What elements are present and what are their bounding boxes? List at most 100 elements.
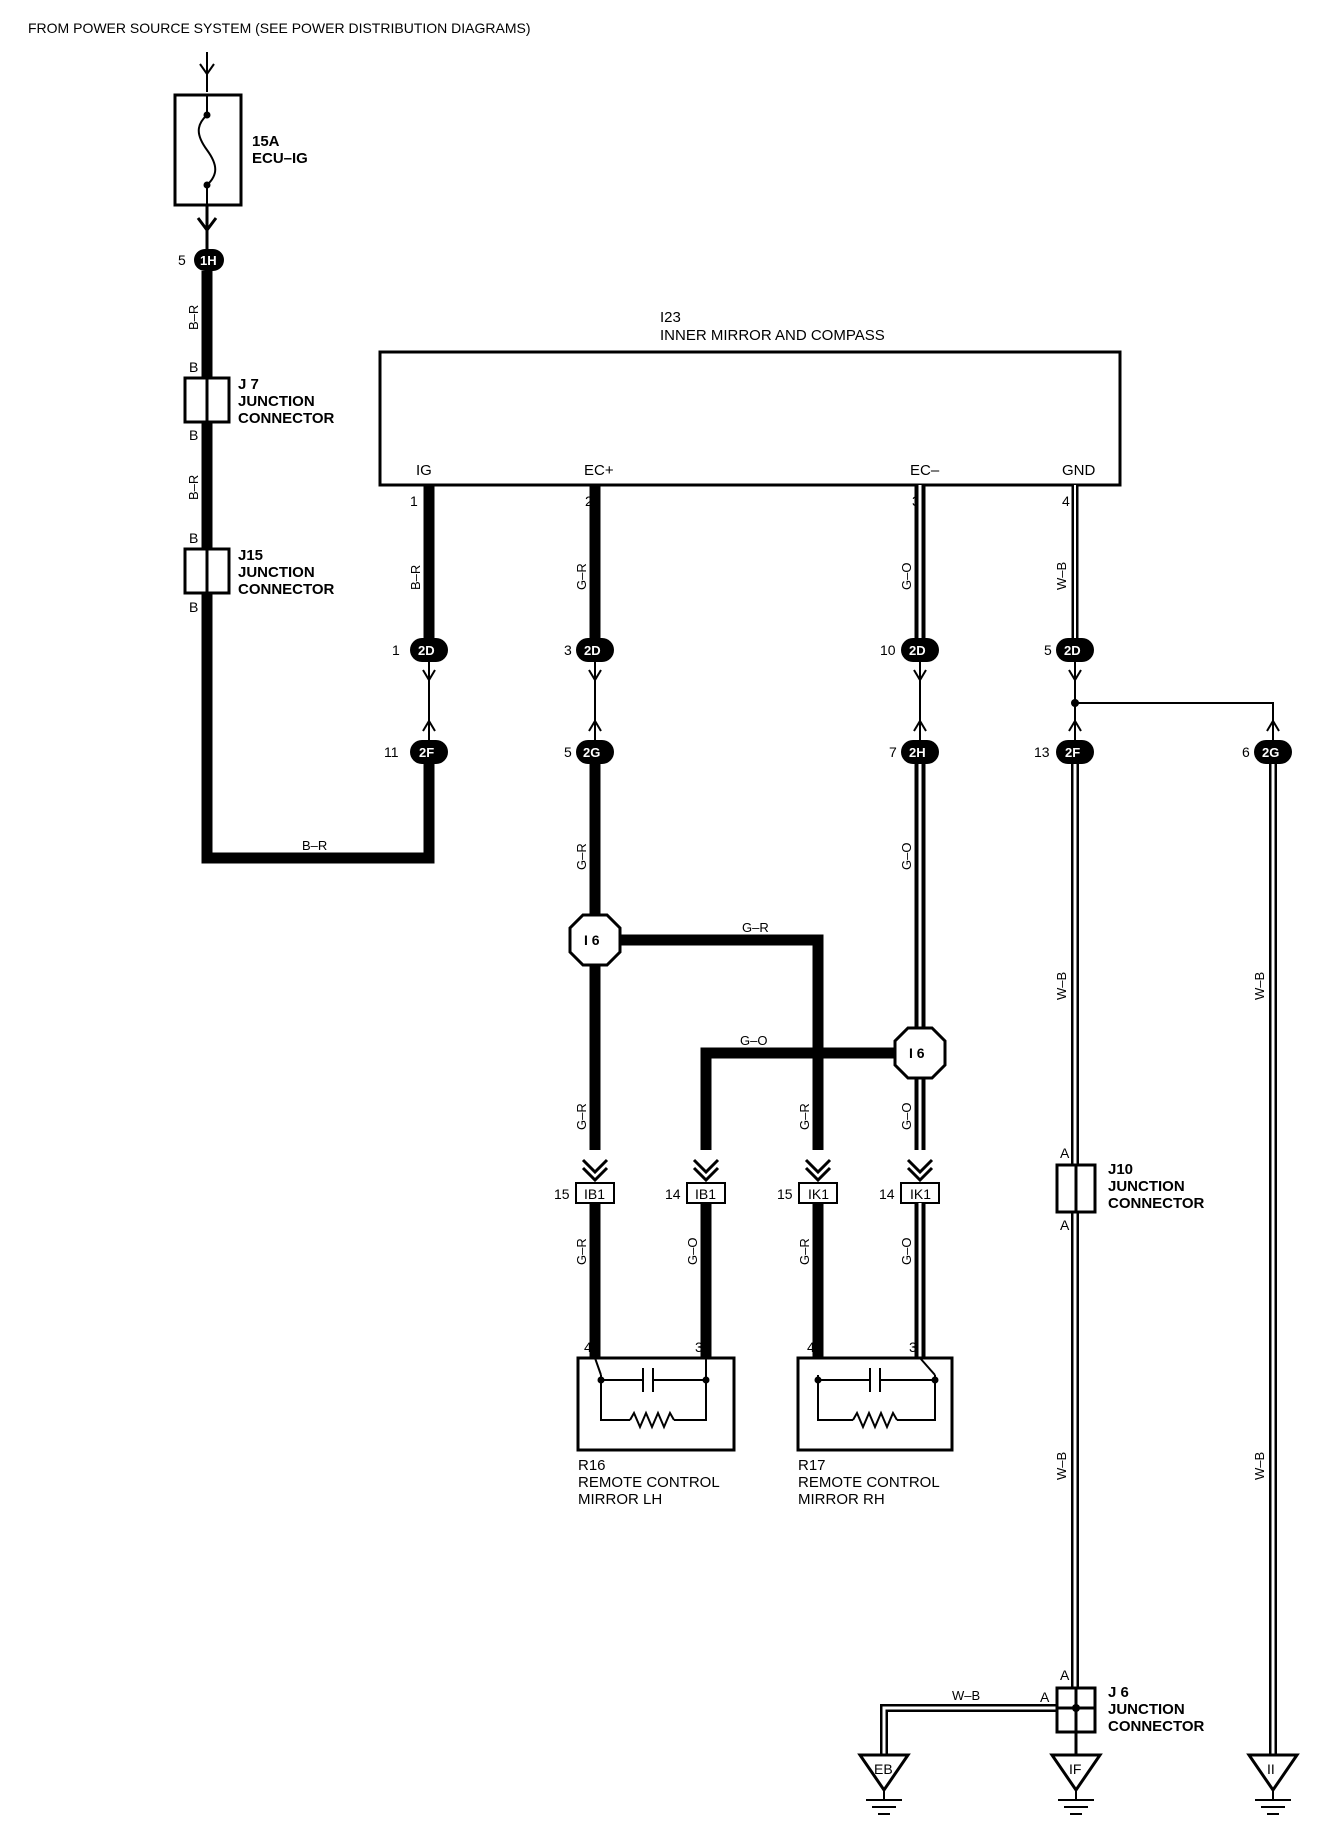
connector-ib1-15: IB1 15 — [554, 1182, 615, 1204]
svg-text:1: 1 — [410, 493, 418, 509]
svg-text:IB1: IB1 — [584, 1186, 605, 1202]
wire-label-br-2: B–R — [186, 475, 201, 500]
svg-text:IK1: IK1 — [808, 1186, 829, 1202]
svg-text:14: 14 — [665, 1186, 681, 1202]
svg-text:4: 4 — [584, 1339, 592, 1355]
svg-text:6: 6 — [1242, 744, 1250, 760]
svg-text:14: 14 — [879, 1186, 895, 1202]
connector-1h: 1H 5 — [178, 217, 224, 271]
svg-text:CONNECTOR: CONNECTOR — [238, 581, 335, 598]
wire-label-gr-top: G–R — [742, 920, 769, 935]
svg-text:J10: J10 — [1108, 1161, 1133, 1178]
wire-ig-column — [422, 485, 436, 740]
svg-text:JUNCTION: JUNCTION — [238, 564, 315, 581]
svg-text:4: 4 — [1062, 493, 1070, 509]
svg-text:2D: 2D — [909, 643, 926, 658]
junction-j15: B B J15 JUNCTION CONNECTOR — [183, 530, 335, 615]
connector-2f-13: 2F 13 — [1034, 740, 1094, 764]
connector-arrows — [581, 1158, 934, 1183]
wire-label-go-top: G–O — [740, 1033, 767, 1048]
svg-text:CONNECTOR: CONNECTOR — [1108, 1718, 1205, 1735]
wire-label-gr-2g: G–R — [574, 843, 589, 870]
svg-text:JUNCTION: JUNCTION — [1108, 1178, 1185, 1195]
svg-text:B: B — [189, 530, 198, 546]
svg-text:5: 5 — [564, 744, 572, 760]
terminal-ec-minus: EC– — [910, 462, 940, 479]
terminal-gnd: GND — [1062, 462, 1096, 479]
svg-text:A: A — [1060, 1217, 1070, 1233]
source-note: FROM POWER SOURCE SYSTEM (SEE POWER DIST… — [28, 20, 530, 36]
svg-text:INNER MIRROR AND COMPASS: INNER MIRROR AND COMPASS — [660, 327, 885, 344]
svg-text:3: 3 — [564, 642, 572, 658]
wire-br-feed — [201, 205, 435, 864]
svg-text:2G: 2G — [1262, 745, 1279, 760]
svg-text:CONNECTOR: CONNECTOR — [1108, 1195, 1205, 1212]
wire-ec-plus-column — [588, 485, 602, 915]
svg-text:B: B — [189, 359, 198, 375]
svg-text:J 7: J 7 — [238, 376, 259, 393]
fuse-15a-ecu-ig: 15A ECU–IG — [173, 93, 308, 207]
svg-text:R17: R17 — [798, 1457, 826, 1474]
wire-label-br-bottom: B–R — [302, 838, 327, 853]
gnd-branch-dot — [1071, 699, 1079, 707]
ground-if: IF — [1049, 1753, 1103, 1815]
svg-text:15: 15 — [777, 1186, 793, 1202]
fuse-rating: 15A — [252, 133, 280, 150]
svg-text:B: B — [189, 599, 198, 615]
svg-text:I 6: I 6 — [584, 932, 600, 948]
wire-label-go-ec: G–O — [899, 563, 914, 590]
svg-text:B: B — [189, 427, 198, 443]
wire-label-go-ik1-up: G–O — [899, 1103, 914, 1130]
wire-to-mirrors — [589, 1203, 926, 1358]
svg-text:EB: EB — [874, 1761, 893, 1777]
svg-text:2: 2 — [585, 493, 593, 509]
connector-2d-10: 2D 10 — [880, 638, 939, 662]
svg-text:3: 3 — [909, 1339, 917, 1355]
svg-text:J15: J15 — [238, 547, 263, 564]
terminal-ig: IG — [416, 462, 432, 479]
connector-ib1-14: IB1 14 — [665, 1182, 726, 1204]
svg-text:I 6: I 6 — [909, 1045, 925, 1061]
svg-text:II: II — [1267, 1761, 1275, 1777]
wire-label-wb-5: W–B — [952, 1688, 980, 1703]
wire-go-branch — [700, 1047, 926, 1150]
mirror-r16: 4 3 R16 REMOTE CONTROL MIRROR LH — [576, 1339, 736, 1508]
svg-text:MIRROR LH: MIRROR LH — [578, 1491, 662, 1508]
wire-label-go-2h: G–O — [899, 843, 914, 870]
svg-text:1H: 1H — [200, 253, 217, 268]
connector-ik1-14: IK1 14 — [879, 1182, 940, 1204]
junction-j10: A A J10 JUNCTION CONNECTOR — [1055, 1145, 1205, 1233]
svg-text:REMOTE CONTROL: REMOTE CONTROL — [578, 1474, 720, 1491]
wire-label-gr-r17: G–R — [797, 1238, 812, 1265]
wire-label-go-r16: G–O — [685, 1238, 700, 1265]
wire-label-gr-r16: G–R — [574, 1238, 589, 1265]
wire-label-go-r17: G–O — [899, 1238, 914, 1265]
connector-2f-11: 2F 11 — [384, 740, 448, 764]
wire-gnd-column — [1068, 485, 1280, 740]
wire-gr-branch — [589, 934, 824, 1150]
power-input-arrow — [199, 52, 215, 92]
wire-label-gr-ik1-up: G–R — [797, 1103, 812, 1130]
svg-text:2D: 2D — [584, 643, 601, 658]
wire-ec-minus-column — [913, 485, 927, 1030]
component-i23: I23 INNER MIRROR AND COMPASS IG EC+ EC– … — [378, 309, 1122, 509]
svg-text:2D: 2D — [418, 643, 435, 658]
splice-i6-left: I 6 — [568, 913, 622, 967]
connector-2d-1: 2D 1 — [392, 638, 448, 662]
svg-text:MIRROR RH: MIRROR RH — [798, 1491, 885, 1508]
ground-ii: II — [1246, 1753, 1300, 1815]
svg-text:J 6: J 6 — [1108, 1684, 1129, 1701]
connector-2g-5: 2G 5 — [564, 740, 614, 764]
junction-j7: B B J 7 JUNCTION CONNECTOR — [183, 359, 335, 443]
wire-label-br-ig: B–R — [408, 565, 423, 590]
svg-text:5: 5 — [1044, 642, 1052, 658]
svg-text:5: 5 — [178, 252, 186, 268]
junction-j6: A A J 6 JUNCTION CONNECTOR — [1040, 1667, 1205, 1735]
wire-label-gr-ec: G–R — [574, 563, 589, 590]
connector-2h-7: 2H 7 — [889, 740, 939, 764]
wire-label-wb-3: W–B — [1054, 1452, 1069, 1480]
svg-text:2G: 2G — [583, 745, 600, 760]
svg-text:4: 4 — [807, 1339, 815, 1355]
svg-text:13: 13 — [1034, 744, 1050, 760]
svg-text:IF: IF — [1069, 1761, 1081, 1777]
